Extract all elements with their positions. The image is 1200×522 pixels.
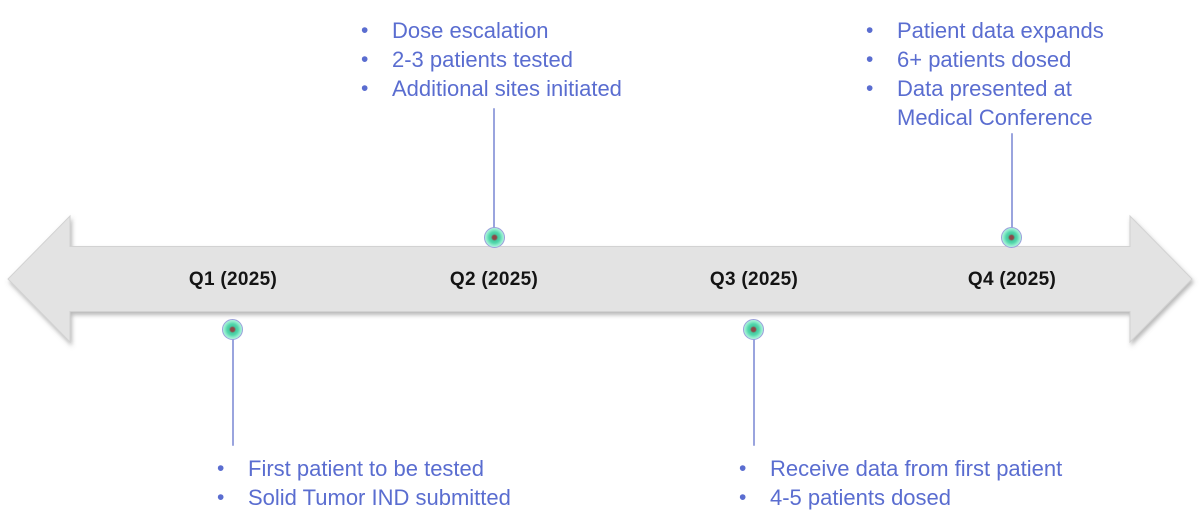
annotation-item: Patient data expands: [857, 16, 1119, 45]
milestone-marker-icon-q4: [1001, 227, 1022, 248]
quarter-label-q2: Q2 (2025): [449, 269, 539, 290]
annotation-list-q1: First patient to be tested Solid Tumor I…: [208, 454, 548, 512]
quarter-label-q3: Q3 (2025): [709, 269, 799, 290]
annotation-item: 4-5 patients dosed: [730, 483, 1110, 512]
annotation-list-q2: Dose escalation 2-3 patients tested Addi…: [352, 16, 682, 103]
quarter-label-q4: Q4 (2025): [967, 269, 1057, 290]
milestone-marker-icon-q2: [484, 227, 505, 248]
timeline-arrow-shape: [7, 214, 1193, 344]
annotation-list-q3: Receive data from first patient 4-5 pati…: [730, 454, 1110, 512]
annotation-list-q4: Patient data expands 6+ patients dosed D…: [857, 16, 1119, 132]
annotation-item: Solid Tumor IND submitted: [208, 483, 548, 512]
connector-line-q1: [232, 338, 234, 446]
annotation-item: Data presented at Medical Conference: [857, 74, 1119, 132]
annotation-item: Dose escalation: [352, 16, 682, 45]
annotation-item: Receive data from first patient: [730, 454, 1110, 483]
annotation-item: 6+ patients dosed: [857, 45, 1119, 74]
annotation-item: 2-3 patients tested: [352, 45, 682, 74]
connector-line-q2: [493, 108, 495, 229]
connector-line-q4: [1011, 133, 1013, 229]
annotation-item: First patient to be tested: [208, 454, 548, 483]
quarter-label-q1: Q1 (2025): [188, 269, 278, 290]
annotation-item: Additional sites initiated: [352, 74, 682, 103]
connector-line-q3: [753, 338, 755, 446]
milestone-marker-icon-q1: [222, 319, 243, 340]
milestone-marker-icon-q3: [743, 319, 764, 340]
